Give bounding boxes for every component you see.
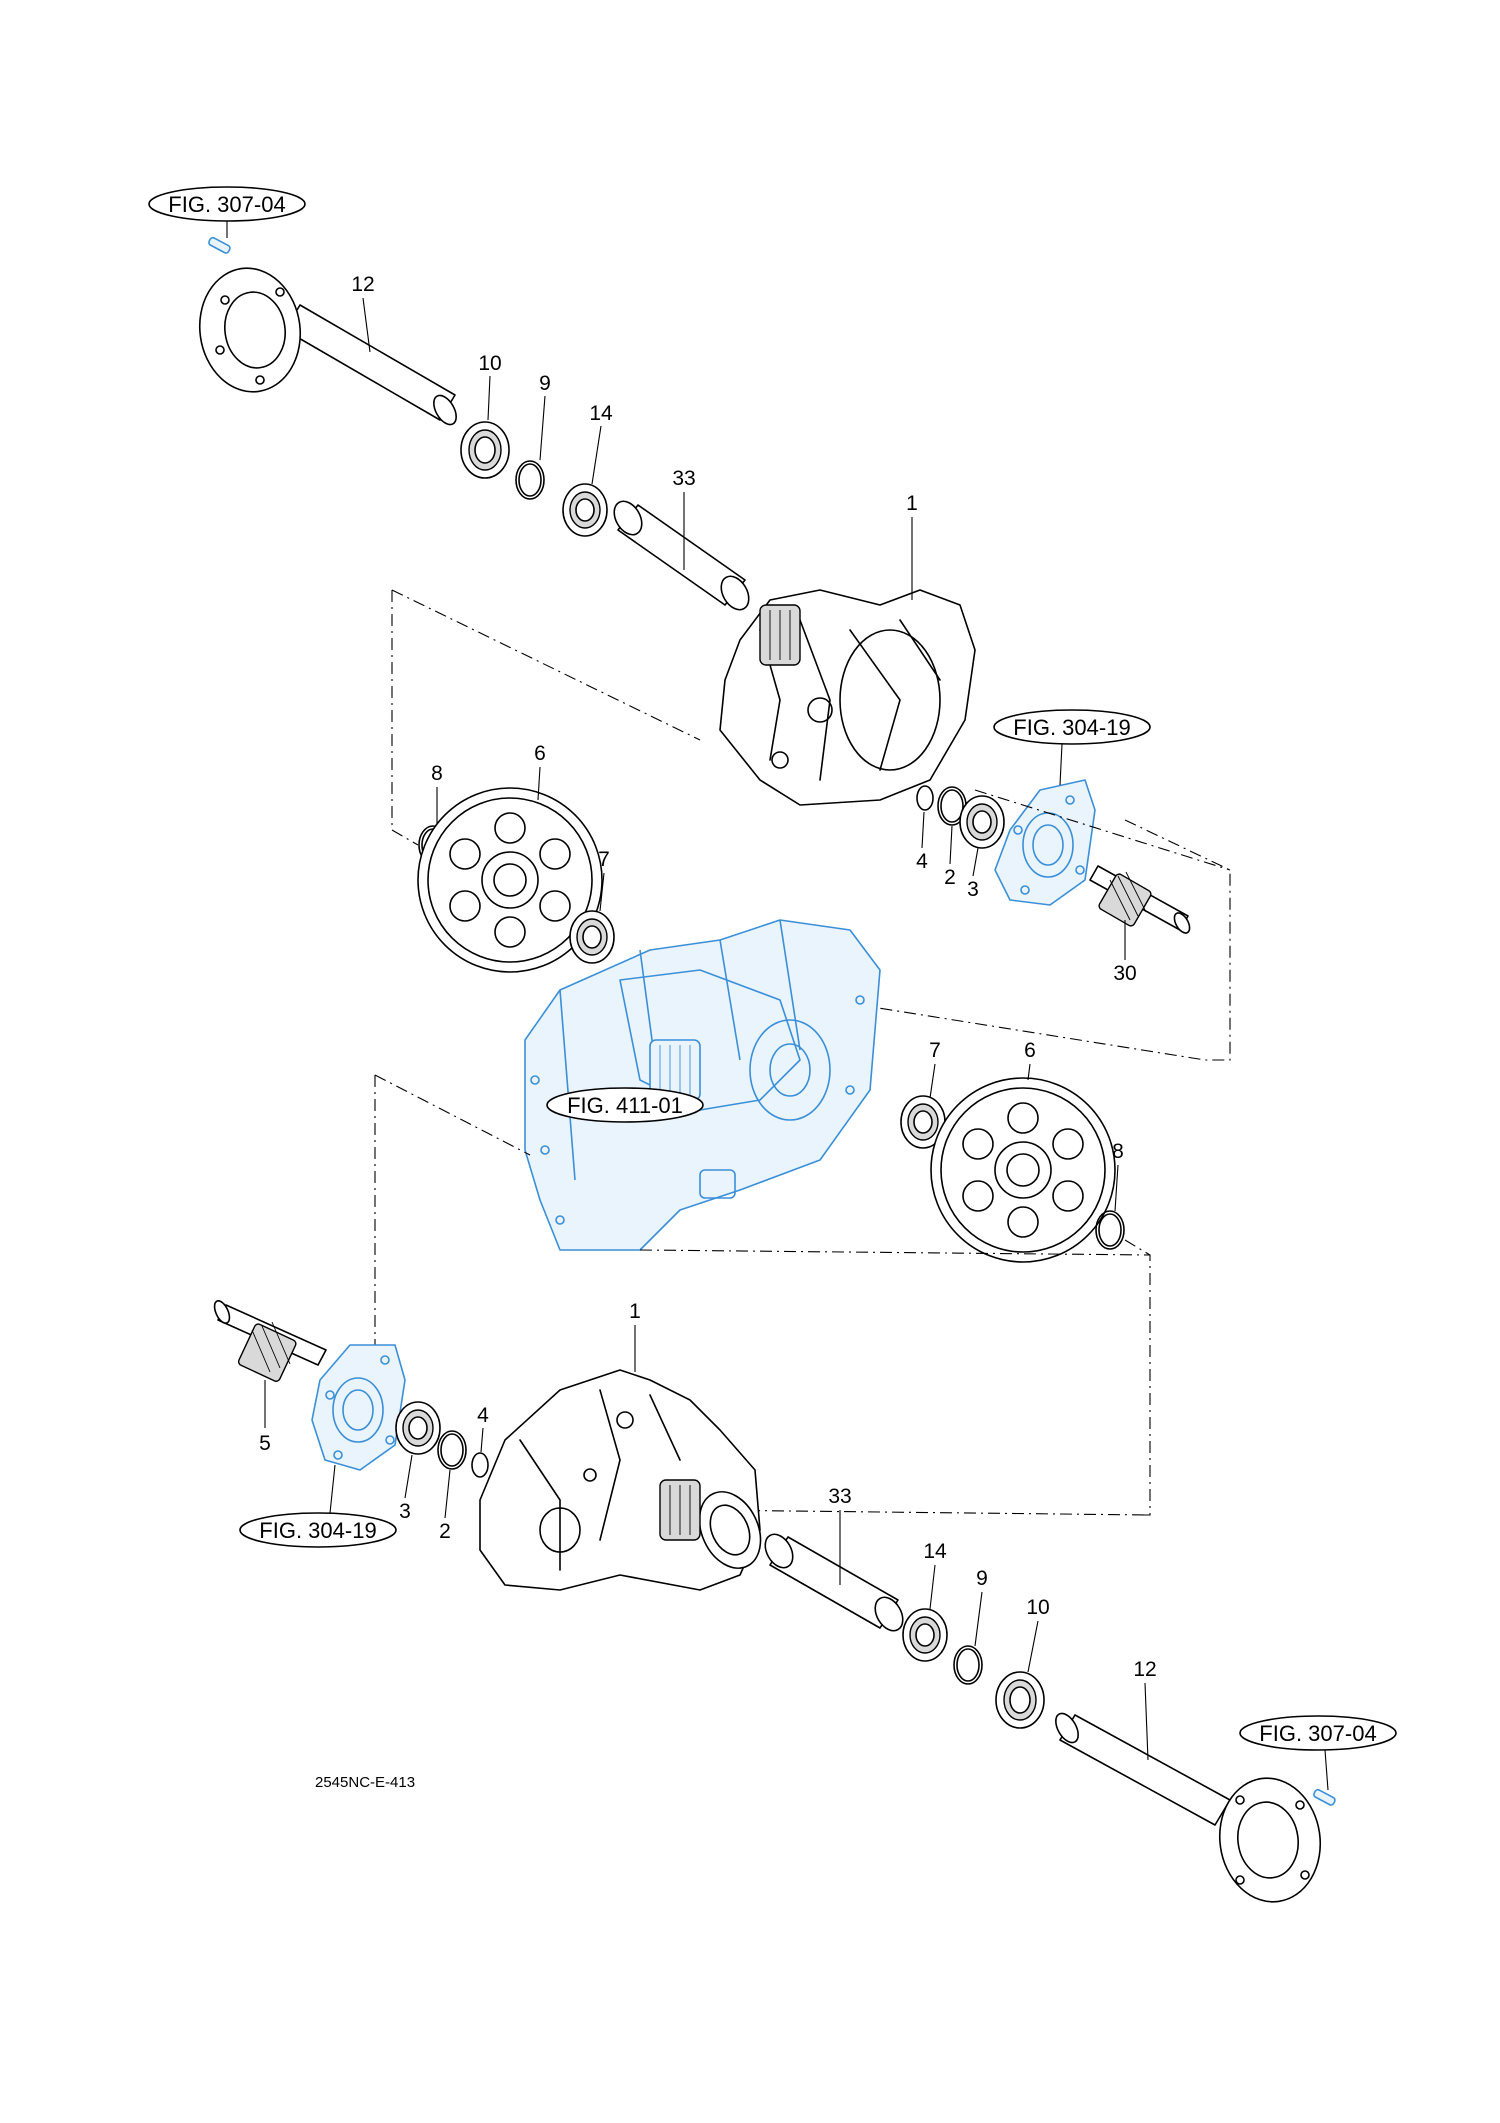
callout-3-lower: 3 xyxy=(399,1500,411,1523)
ring-2-lower xyxy=(437,1430,467,1470)
callout-8-lower: 8 xyxy=(1112,1140,1124,1163)
callout-14-lower: 14 xyxy=(923,1540,947,1563)
seal-lower xyxy=(995,1671,1045,1729)
figref-bottom-right-label: FIG. 307-04 xyxy=(1259,1721,1376,1746)
bearing-upper xyxy=(562,483,608,537)
figref-top-left[interactable]: FIG. 307-04 xyxy=(148,186,306,222)
gear-ring-lower xyxy=(1095,1210,1125,1250)
spacer-tube-lower xyxy=(764,1533,904,1632)
callout-2-upper: 2 xyxy=(944,866,956,889)
drive-gear-lower xyxy=(930,1077,1116,1263)
callout-7-lower: 7 xyxy=(929,1039,941,1062)
callout-3-upper: 3 xyxy=(967,878,979,901)
callout-6-upper: 6 xyxy=(534,742,546,765)
pinion-shaft-lower xyxy=(213,1300,327,1382)
gear-bearing-upper xyxy=(569,910,615,964)
bearing-3-upper xyxy=(959,795,1005,849)
figref-center-label: FIG. 411-01 xyxy=(567,1093,683,1118)
callout-9-lower: 9 xyxy=(976,1567,988,1590)
lower-gear-set: 7 6 8 xyxy=(374,1039,1151,1516)
callout-1-lower: 1 xyxy=(629,1300,641,1323)
figref-upper-right[interactable]: FIG. 304-19 xyxy=(993,709,1151,745)
drawing-code: 2545NC-E-413 xyxy=(315,1774,415,1791)
figref-top-left-label: FIG. 307-04 xyxy=(168,192,285,217)
callout-8-upper: 8 xyxy=(431,762,443,785)
cover-plate-lower xyxy=(311,1344,406,1471)
transmission-case-reference xyxy=(524,919,881,1251)
callout-4-lower: 4 xyxy=(477,1404,489,1427)
callout-1-upper: 1 xyxy=(906,492,918,515)
callout-30: 30 xyxy=(1113,962,1136,985)
callout-9-upper: 9 xyxy=(539,372,551,395)
callout-12-lower: 12 xyxy=(1133,1658,1156,1681)
figref-lower-left[interactable]: FIG. 304-19 xyxy=(239,1512,397,1548)
axle-housing-lower xyxy=(479,1369,762,1591)
pin-icon xyxy=(1312,1787,1337,1807)
seal-upper xyxy=(460,421,510,479)
pinion-shaft-upper xyxy=(1089,865,1191,934)
callout-4-upper: 4 xyxy=(916,850,928,873)
cover-plate-upper xyxy=(994,779,1096,906)
figref-center[interactable]: FIG. 411-01 xyxy=(546,1087,704,1123)
axle-housing-upper xyxy=(719,589,976,806)
spacer-tube-upper xyxy=(613,500,750,611)
bearing-lower xyxy=(902,1608,948,1662)
callout-10-lower: 10 xyxy=(1026,1596,1049,1619)
callout-12-upper: 12 xyxy=(351,273,374,296)
figref-bottom-right[interactable]: FIG. 307-04 xyxy=(1239,1715,1397,1751)
snap-ring-lower xyxy=(953,1645,983,1685)
callout-10-upper: 10 xyxy=(478,352,501,375)
callout-33-lower: 33 xyxy=(828,1485,851,1508)
upper-assembly: FIG. 307-04 12 10 9 14 xyxy=(148,186,1231,1061)
callout-7-upper: 7 xyxy=(598,848,610,871)
callout-5: 5 xyxy=(259,1432,271,1455)
axle-shaft-lower xyxy=(1055,1712,1322,1903)
lower-assembly: 5 FIG. 304-19 3 2 4 xyxy=(213,1300,1397,1903)
callout-14-upper: 14 xyxy=(589,402,613,425)
callout-6-lower: 6 xyxy=(1024,1039,1036,1062)
callout-2-lower: 2 xyxy=(439,1520,451,1543)
pin-icon xyxy=(207,235,232,255)
ring-4-upper xyxy=(916,785,934,811)
figref-upper-right-label: FIG. 304-19 xyxy=(1013,715,1130,740)
callout-33-upper: 33 xyxy=(672,467,695,490)
bearing-3-lower xyxy=(395,1401,441,1455)
snap-ring-upper xyxy=(515,460,545,500)
figref-lower-left-label: FIG. 304-19 xyxy=(259,1518,376,1543)
axle-shaft-upper xyxy=(198,267,457,426)
ring-4-lower xyxy=(471,1452,489,1478)
